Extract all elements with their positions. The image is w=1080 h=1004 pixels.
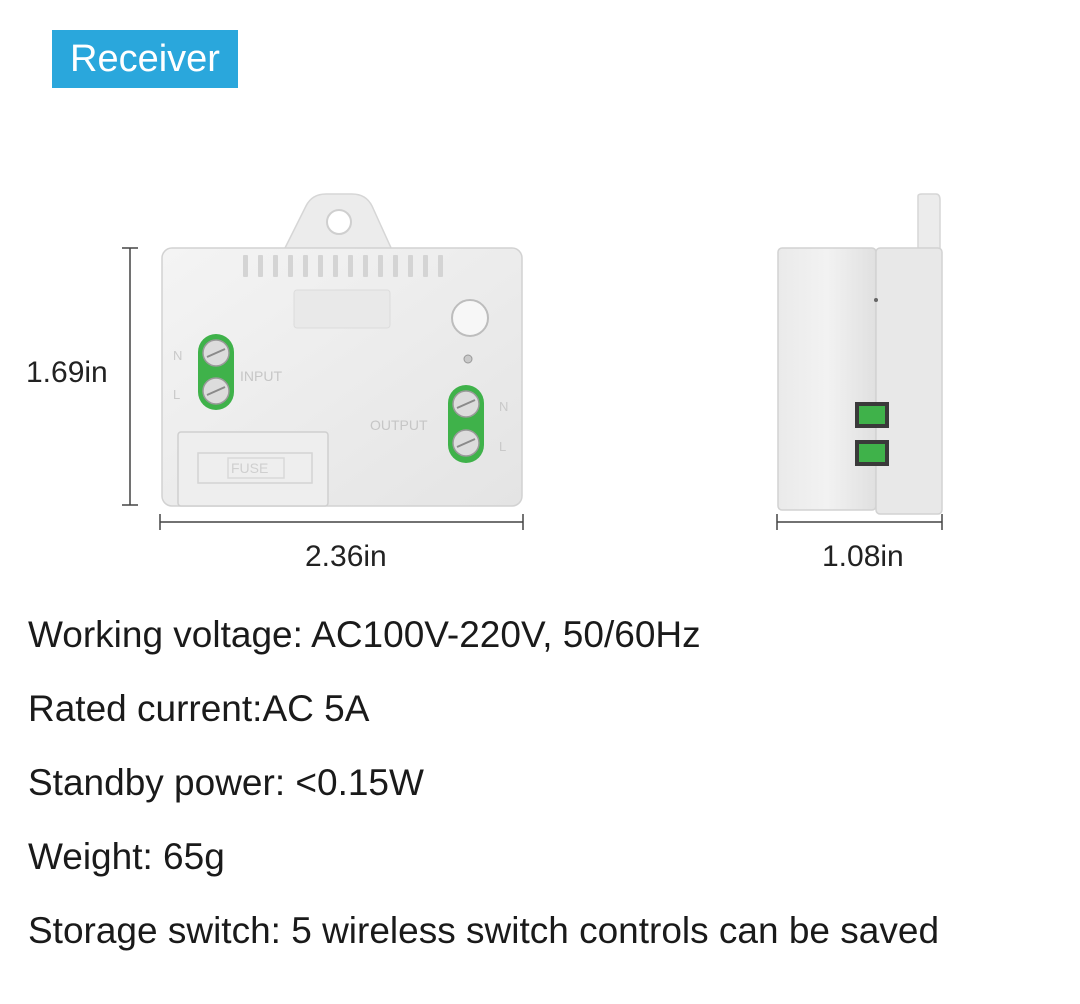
output-label: OUTPUT bbox=[370, 417, 428, 433]
receiver-side-view bbox=[777, 193, 943, 515]
height-dimension-label: 1.69in bbox=[26, 356, 108, 389]
product-illustration: N L INPUT OUTPUT N L FUSE bbox=[122, 193, 943, 530]
fuse-label: FUSE bbox=[231, 460, 268, 476]
terminal-l-right-label: L bbox=[499, 439, 506, 454]
terminal-l-left-label: L bbox=[173, 387, 180, 402]
spec-standby-power: Standby power: <0.15W bbox=[28, 762, 424, 803]
hanging-hole bbox=[326, 209, 352, 235]
spec-working-voltage: Working voltage: AC100V-220V, 50/60Hz bbox=[28, 614, 701, 655]
output-terminal-block bbox=[448, 385, 484, 463]
input-terminal-block bbox=[198, 334, 234, 410]
label-recess bbox=[293, 289, 391, 329]
receiver-front-view: N L INPUT OUTPUT N L FUSE bbox=[161, 193, 523, 507]
side-tab bbox=[917, 193, 941, 251]
fuse-cover bbox=[177, 431, 329, 507]
width-dimension-label: 2.36in bbox=[305, 540, 387, 573]
terminal-n-right-label: N bbox=[499, 399, 508, 414]
receiver-badge: Receiver bbox=[52, 30, 238, 88]
spec-storage-switch: Storage switch: 5 wireless switch contro… bbox=[28, 910, 940, 951]
dimension-lines bbox=[122, 247, 943, 530]
side-body-left bbox=[777, 247, 877, 511]
led-indicator bbox=[463, 354, 473, 364]
depth-dimension-label: 1.08in bbox=[822, 540, 904, 573]
side-terminal-openings bbox=[855, 402, 889, 466]
vent-slots bbox=[243, 255, 443, 277]
spec-rated-current: Rated current:AC 5A bbox=[28, 688, 370, 729]
input-label: INPUT bbox=[240, 368, 282, 384]
pairing-button bbox=[451, 299, 489, 337]
side-body-right bbox=[875, 247, 943, 515]
terminal-n-left-label: N bbox=[173, 348, 182, 363]
spec-weight: Weight: 65g bbox=[28, 836, 225, 877]
